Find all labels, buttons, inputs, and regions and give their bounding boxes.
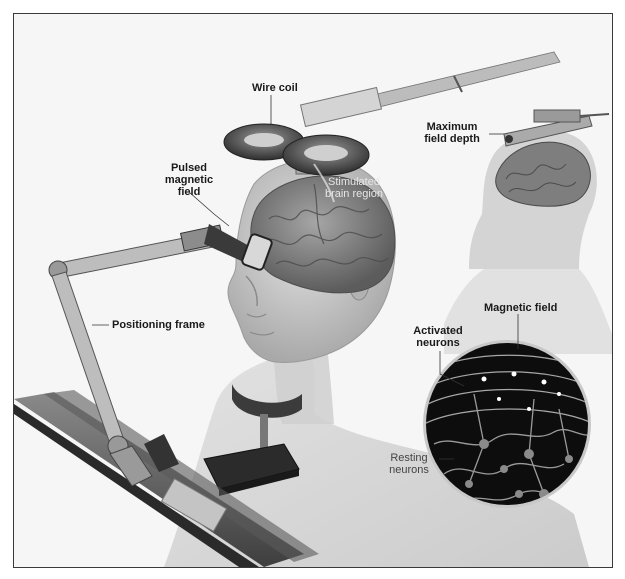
label-activated-line2: neurons [408,337,468,349]
label-positioning-frame: Positioning frame [112,319,205,331]
tms-illustration: Wire coil Pulsed magnetic field Stimulat… [13,13,613,568]
label-max-depth-line1: Maximum [416,121,488,133]
label-stimulated-line1: Stimulated [309,176,399,188]
label-resting-neurons: Resting neurons [379,452,439,476]
label-resting-line1: Resting [379,452,439,464]
label-pulsed-line2: magnetic [159,174,219,186]
label-max-depth-line2: field depth [416,133,488,145]
illustration-canvas [14,14,612,567]
label-magnetic-field: Magnetic field [484,302,557,314]
label-activated-neurons: Activated neurons [408,325,468,349]
label-pulsed-magnetic-field: Pulsed magnetic field [159,162,219,198]
label-wire-coil: Wire coil [252,82,298,94]
label-resting-line2: neurons [379,464,439,476]
label-pulsed-line1: Pulsed [159,162,219,174]
label-pulsed-line3: field [159,186,219,198]
label-stimulated-brain-region: Stimulated brain region [309,176,399,200]
label-stimulated-line2: brain region [309,188,399,200]
label-maximum-field-depth: Maximum field depth [416,121,488,145]
label-activated-line1: Activated [408,325,468,337]
